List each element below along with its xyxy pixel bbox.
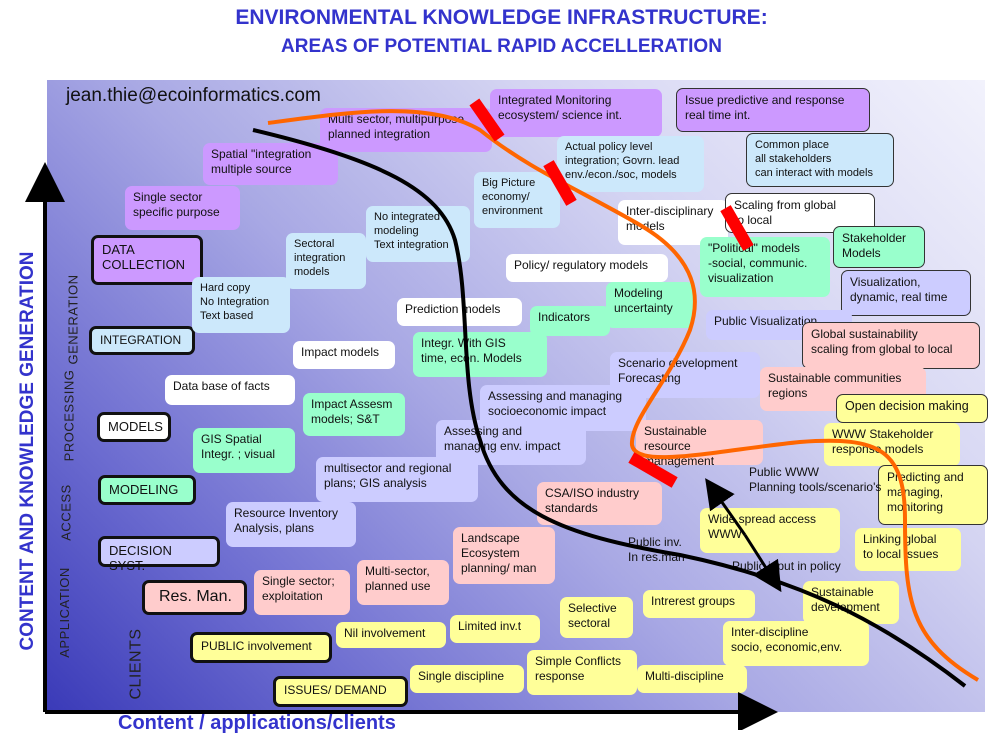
box-spatial-integration: Spatial "integration multiple source — [203, 143, 338, 185]
box-inter-discipline: Inter-discipline socio, economic,env. — [723, 621, 869, 666]
box-limited-involvement: Limited inv.t — [450, 615, 540, 643]
level-modeling: MODELING — [98, 475, 196, 505]
box-impact-models: Impact models — [293, 341, 395, 369]
box-political-models: "Political" models -social, communic. vi… — [700, 237, 830, 297]
box-hard-copy: Hard copy No Integration Text based — [192, 277, 290, 333]
box-issue-predictive: Issue predictive and response real time … — [676, 88, 870, 132]
level-resource-management: Res. Man. — [142, 580, 247, 615]
box-data-base-of-facts: Data base of facts — [165, 375, 295, 405]
box-integrated-monitoring: Integrated Monitoring ecosystem/ science… — [490, 89, 662, 137]
box-simple-conflicts: Simple Conflicts response — [527, 650, 637, 695]
box-sectoral: Sectoral integration models — [286, 233, 366, 289]
box-global-sustainability: Global sustainability scaling from globa… — [802, 322, 980, 369]
box-stakeholder-models: Stakeholder Models — [833, 226, 925, 268]
level-decision-systems: DECISION SYST. — [98, 536, 220, 573]
barrier-3 — [720, 205, 754, 251]
level-issues-demand: ISSUES/ DEMAND — [273, 676, 408, 707]
current-state-curve — [252, 128, 967, 688]
box-prediction-models: Prediction models — [397, 298, 522, 326]
level-public-involvement: PUBLIC involvement — [190, 632, 332, 663]
box-resource-inventory: Resource Inventory Analysis, plans — [226, 502, 356, 547]
box-single-discipline: Single discipline — [410, 665, 524, 693]
box-linking-global: Linking global to local issues — [855, 528, 961, 571]
box-sustainable-development: Sustainable development — [803, 581, 899, 624]
title-line-2: AREAS OF POTENTIAL RAPID ACCELLERATION — [281, 36, 722, 57]
title-line-1: ENVIRONMENTAL KNOWLEDGE INFRASTRUCTURE: — [235, 6, 768, 29]
box-actual-policy: Actual policy level integration; Govrn. … — [557, 136, 704, 192]
box-interest-groups: Intrerest groups — [643, 590, 755, 618]
level-integration: INTEGRATION — [89, 326, 195, 355]
public-access-arrow-up — [705, 478, 747, 536]
public-access-arrow-down — [743, 534, 782, 593]
box-multisector-regional: multisector and regional plans; GIS anal… — [316, 457, 478, 502]
potential-curve — [267, 109, 980, 682]
box-single-sector: Single sector specific purpose — [125, 186, 240, 230]
box-multi-sector-planned: Multi-sector, planned use — [357, 560, 449, 605]
box-single-sector-exploitation: Single sector; exploitation — [254, 570, 350, 615]
author-email: jean.thie@ecoinformatics.com — [66, 85, 321, 106]
box-nil-involvement: Nil involvement — [336, 622, 446, 648]
box-impact-assessment: Impact Assesm models; S&T — [303, 393, 405, 436]
note-public-www: Public WWW Planning tools/scenario's — [749, 465, 882, 494]
barrier-4 — [628, 452, 678, 488]
box-multi-discipline: Multi-discipline — [637, 665, 747, 693]
box-indicators: Indicators — [530, 306, 610, 336]
level-models: MODELS — [97, 412, 171, 442]
x-axis-label: Content / applications/clients — [118, 712, 396, 734]
box-selective-sectoral: Selective sectoral — [560, 597, 633, 638]
barrier-2 — [543, 160, 577, 206]
box-modeling-uncertainty: Modeling uncertainty — [606, 282, 694, 328]
box-big-picture: Big Picture economy/ environment — [474, 172, 560, 228]
box-open-decision-making: Open decision making — [836, 394, 988, 423]
box-landscape: Landscape Ecosystem planning/ man — [453, 527, 555, 584]
box-common-place: Common place all stakeholders can intera… — [746, 133, 894, 187]
box-gis-spatial: GIS Spatial Integr. ; visual — [193, 428, 295, 473]
barrier-1 — [469, 98, 505, 142]
level-data-collection: DATA COLLECTION — [91, 235, 203, 285]
box-csa-iso: CSA/ISO industry standards — [537, 482, 662, 525]
box-policy-regulatory: Policy/ regulatory models — [506, 254, 668, 282]
box-integr-gis: Integr. With GIS time, econ. Models — [413, 332, 547, 377]
box-visualization: Visualization, dynamic, real time — [841, 270, 971, 316]
box-wide-spread-access: Wide spread access WWW — [700, 508, 840, 553]
box-sustainable-resource: Sustainable resource management — [636, 420, 763, 468]
